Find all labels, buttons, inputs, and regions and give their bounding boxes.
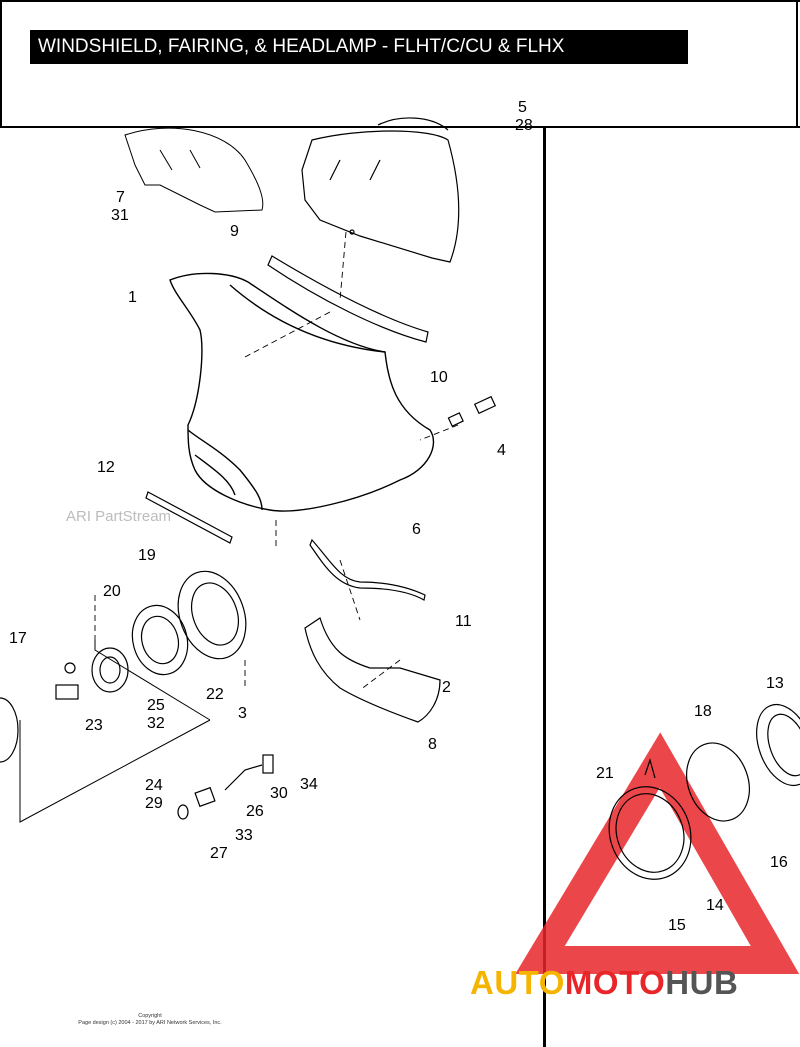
callout-20: 20 <box>103 583 121 600</box>
trim-strip-12 <box>145 491 233 544</box>
bulb-23 <box>55 662 79 700</box>
callout-34: 34 <box>300 776 318 793</box>
brand-part-1: AUTO <box>470 964 565 1001</box>
fairing-body <box>169 272 435 512</box>
copyright-line-2: Page design (c) 2004 - 2017 by ARI Netwo… <box>78 1020 222 1026</box>
brand-logo-text: AUTOMOTOHUB <box>470 964 738 1002</box>
callout-17: 17 <box>9 630 27 647</box>
callout-25: 25 <box>147 697 165 714</box>
callout-3: 3 <box>238 705 247 722</box>
bracket-11 <box>309 538 426 601</box>
watermark-text: ARI PartStream <box>66 508 172 525</box>
callout-11: 11 <box>455 613 472 630</box>
callout-7: 7 <box>116 189 125 206</box>
callout-5: 5 <box>518 99 527 116</box>
callout-24: 24 <box>145 777 163 794</box>
lower-panel-8 <box>304 617 441 723</box>
frame-left-border <box>0 0 2 128</box>
callout-4: 4 <box>497 442 506 459</box>
callout-22: 22 <box>206 686 224 703</box>
callout-19: 19 <box>138 547 156 564</box>
callout-26: 26 <box>246 803 264 820</box>
callout-23: 23 <box>85 717 103 734</box>
group-bracket-20 <box>94 640 211 721</box>
callout-12: 12 <box>97 459 115 476</box>
callout-29: 29 <box>145 795 163 812</box>
windshield-small <box>124 127 264 213</box>
page-title: WINDSHIELD, FAIRING, & HEADLAMP - FLHT/C… <box>30 30 688 64</box>
copyright-line-1: Copyright <box>138 1013 162 1019</box>
brand-triangle-logo <box>515 732 800 974</box>
callout-18: 18 <box>694 703 712 720</box>
callout-labels: 5 28 7 31 9 1 10 4 12 6 19 20 17 11 2 22… <box>9 99 788 934</box>
copyright-notice: Copyright Page design (c) 2004 - 2017 by… <box>70 1013 230 1027</box>
clip-21 <box>644 757 656 779</box>
callout-14: 14 <box>706 897 724 914</box>
headlamp-lens-13 <box>756 703 800 787</box>
cable-30 <box>224 764 263 791</box>
frame-right-border <box>796 0 798 128</box>
connector-34 <box>262 754 274 774</box>
callout-6: 6 <box>412 521 421 538</box>
brand-part-2: MOTO <box>564 964 666 1001</box>
headlamp-bucket <box>177 570 247 660</box>
callout-13: 13 <box>766 675 784 692</box>
callout-15: 15 <box>668 917 686 934</box>
trim-ring-14 <box>608 786 692 880</box>
headlamp-lens-left <box>0 697 19 763</box>
callout-2: 2 <box>442 679 451 696</box>
callout-32: 32 <box>147 715 165 732</box>
retaining-ring-18 <box>686 742 750 822</box>
callout-10: 10 <box>430 369 448 386</box>
callout-8: 8 <box>428 736 437 753</box>
socket-33 <box>177 786 216 820</box>
callout-21: 21 <box>596 765 614 782</box>
callout-16: 16 <box>770 854 788 871</box>
brand-part-3: HUB <box>665 964 739 1001</box>
callout-9: 9 <box>230 223 239 240</box>
leader-dashes <box>94 231 459 691</box>
frame-top-border <box>0 0 800 2</box>
fastener-10-4 <box>447 395 497 427</box>
callout-28: 28 <box>515 117 533 134</box>
windshield-large <box>301 117 460 263</box>
reflector-25 <box>91 647 129 693</box>
frame-divider-line <box>0 126 800 128</box>
callout-33: 33 <box>235 827 253 844</box>
callout-31: 31 <box>111 207 129 224</box>
frame-split-line <box>543 128 546 1047</box>
group-bracket-24 <box>19 719 211 823</box>
callout-27: 27 <box>210 845 228 862</box>
mounting-ring-20 <box>131 604 189 676</box>
callout-1: 1 <box>128 289 137 306</box>
windshield-trim <box>267 255 429 343</box>
callout-30: 30 <box>270 785 288 802</box>
